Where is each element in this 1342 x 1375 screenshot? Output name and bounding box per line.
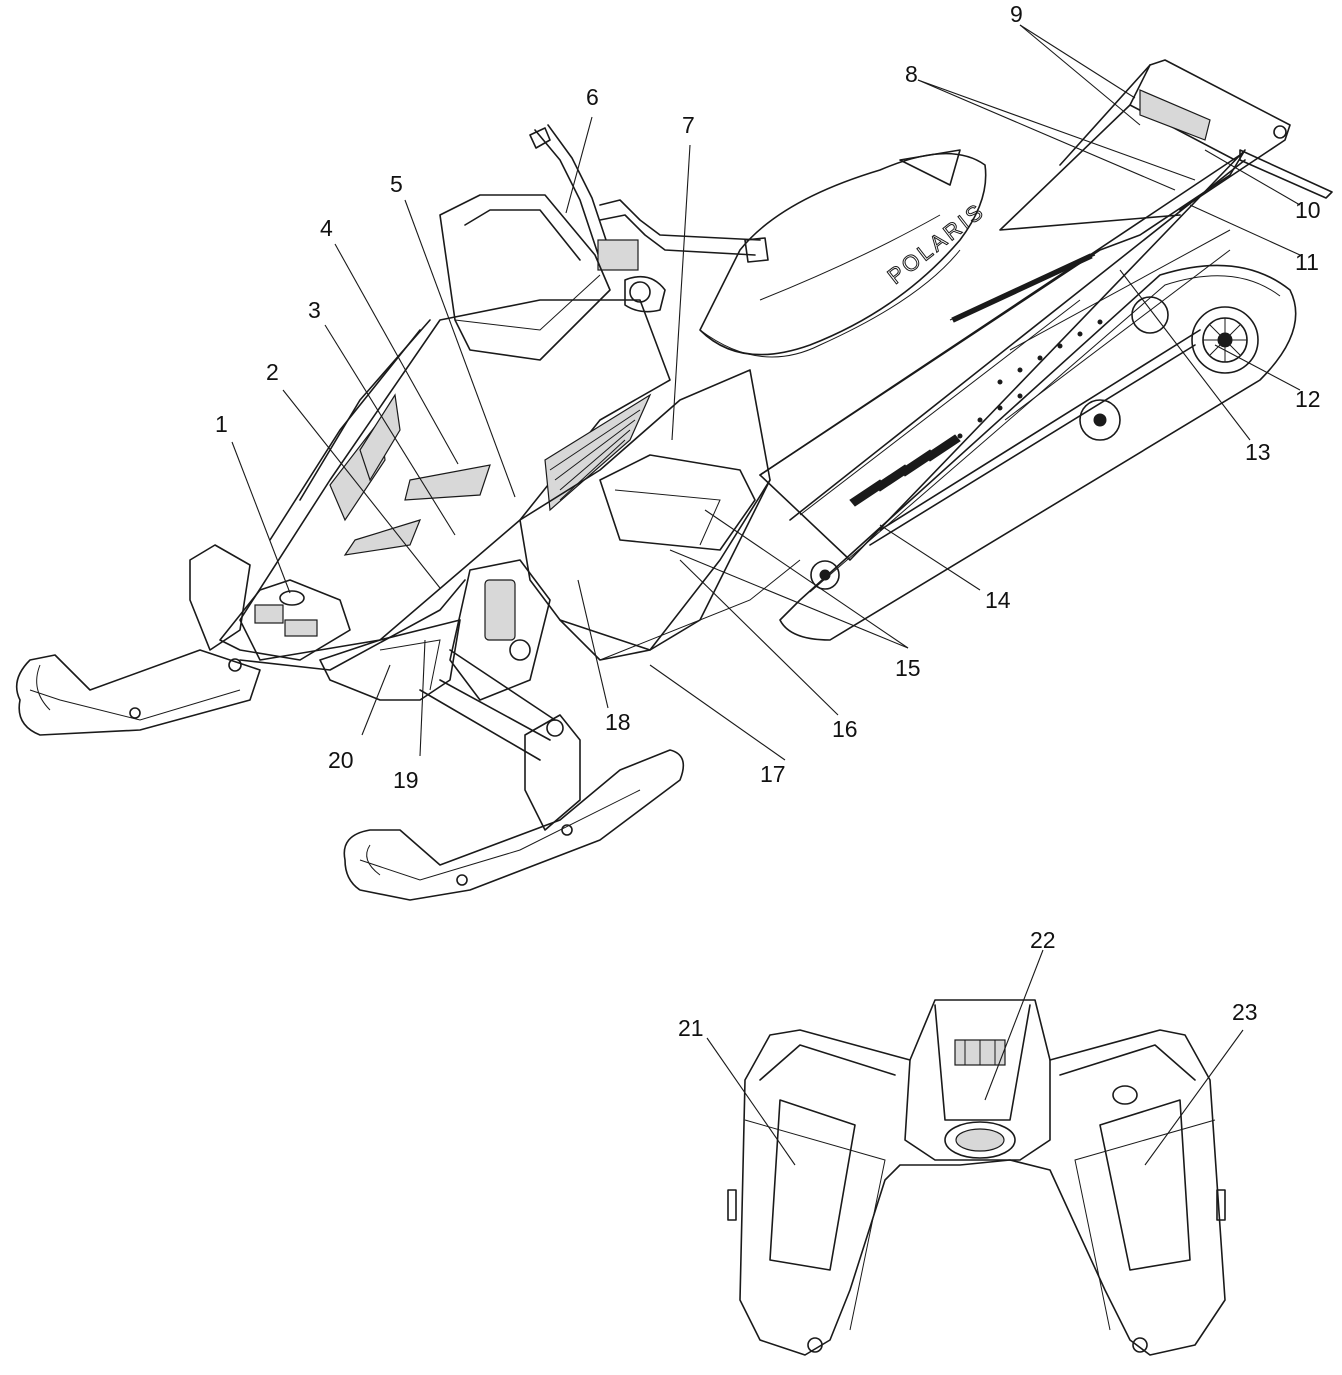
hood-assembly-drawing [727,999,1226,1356]
callout-8: 8 [905,61,918,87]
callout-4: 4 [320,215,333,241]
callout-22: 22 [1030,927,1056,953]
callout-23: 23 [1232,999,1258,1025]
callout-21: 21 [678,1015,704,1041]
callout-7: 7 [682,112,695,138]
callout-19: 19 [393,767,419,793]
callout-6: 6 [586,84,599,110]
callout-13: 13 [1245,439,1271,465]
callout-17: 17 [760,761,786,787]
callout-11: 11 [1295,249,1319,275]
callout-10: 10 [1295,197,1321,223]
callout-12: 12 [1295,386,1321,412]
callout-15: 15 [895,655,921,681]
callout-labels: 1 2 3 4 5 6 7 8 9 10 11 12 13 14 15 16 1… [215,1,1321,1041]
callout-3: 3 [308,297,321,323]
callout-9: 9 [1010,1,1023,27]
callout-16: 16 [832,716,858,742]
callout-2: 2 [266,359,279,385]
callout-1: 1 [215,411,228,437]
callout-14: 14 [985,587,1011,613]
callout-20: 20 [328,747,354,773]
callout-5: 5 [390,171,403,197]
leader-lines [231,24,1301,1166]
snowmobile-drawing: POLARIS [15,59,1333,901]
callout-18: 18 [605,709,631,735]
